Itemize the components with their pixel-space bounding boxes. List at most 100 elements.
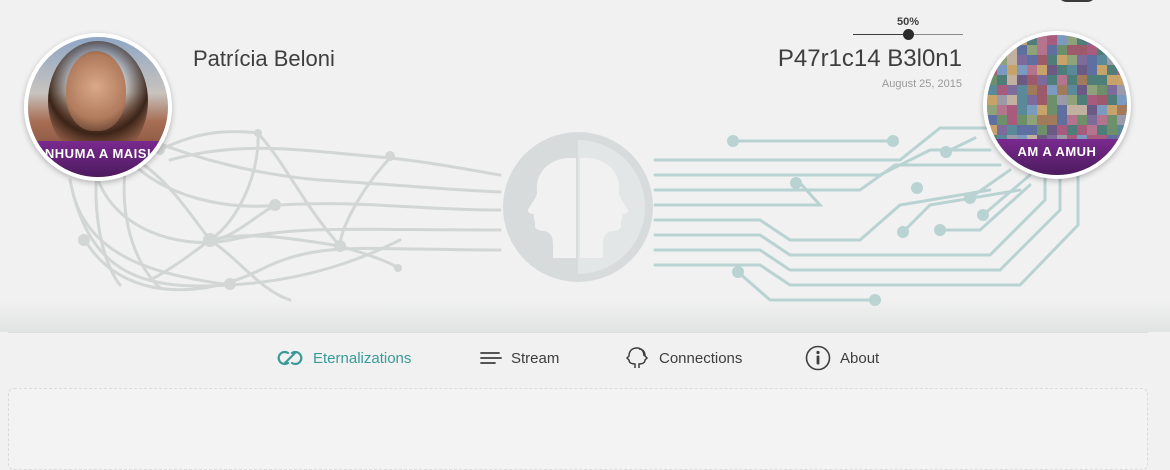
mosaic-cell — [1037, 35, 1047, 45]
mosaic-cell — [1047, 125, 1057, 135]
mosaic-cell — [1047, 95, 1057, 105]
mosaic-cell — [1057, 105, 1067, 115]
mosaic-cell — [1017, 35, 1027, 45]
mosaic-cell — [1067, 75, 1077, 85]
mosaic-cell — [1087, 125, 1097, 135]
mosaic-cell — [1057, 45, 1067, 55]
mosaic-cell — [987, 55, 997, 65]
mosaic-cell — [1037, 125, 1047, 135]
mosaic-cell — [1067, 45, 1077, 55]
mosaic-cell — [1097, 95, 1107, 105]
profile-tabs: Eternalizations Stream Connections About — [0, 340, 1170, 376]
mosaic-cell — [1057, 95, 1067, 105]
tab-eternalizations[interactable]: Eternalizations — [276, 340, 411, 376]
info-icon — [805, 345, 831, 371]
mosaic-cell — [1117, 65, 1127, 75]
mosaic-cell — [1117, 115, 1127, 125]
mosaic-cell — [1077, 75, 1087, 85]
tab-about[interactable]: About — [805, 340, 879, 376]
mosaic-cell — [1027, 65, 1037, 75]
mosaic-cell — [1027, 95, 1037, 105]
mosaic-cell — [1027, 75, 1037, 85]
tab-connections[interactable]: Connections — [624, 340, 742, 376]
mosaic-cell — [1007, 55, 1017, 65]
mosaic-cell — [1077, 125, 1087, 135]
mosaic-cell — [997, 125, 1007, 135]
similarity-slider-fill — [853, 34, 908, 35]
mosaic-cell — [1017, 115, 1027, 125]
mosaic-cell — [987, 35, 997, 45]
mosaic-cell — [1067, 65, 1077, 75]
mosaic-cell — [1027, 45, 1037, 55]
mosaic-cell — [987, 65, 997, 75]
mosaic-cell — [987, 45, 997, 55]
profile-name-left[interactable]: Patrícia Beloni — [193, 46, 335, 71]
mosaic-cell — [1027, 125, 1037, 135]
avatar-right[interactable]: AM A AMUH — [983, 31, 1131, 179]
mosaic-cell — [997, 105, 1007, 115]
connections-icon — [625, 347, 649, 368]
mosaic-cell — [1097, 35, 1107, 45]
mosaic-cell — [987, 125, 997, 135]
mosaic-cell — [1027, 105, 1037, 115]
tab-label: Eternalizations — [313, 349, 412, 367]
avatar-left[interactable]: NHUMA A MAISI — [24, 33, 172, 181]
mosaic-cell — [1117, 75, 1127, 85]
tab-content-area — [8, 388, 1148, 470]
mosaic-cell — [997, 45, 1007, 55]
mosaic-cell — [1037, 85, 1047, 95]
mosaic-cell — [1037, 75, 1047, 85]
tab-stream[interactable]: Stream — [480, 340, 559, 376]
mosaic-cell — [1037, 95, 1047, 105]
mosaic-cell — [1117, 105, 1127, 115]
mosaic-cell — [1047, 85, 1057, 95]
mosaic-cell — [1057, 55, 1067, 65]
mosaic-cell — [1007, 85, 1017, 95]
mosaic-cell — [1017, 95, 1027, 105]
mosaic-cell — [997, 55, 1007, 65]
mosaic-cell — [1107, 125, 1117, 135]
mosaic-cell — [1077, 115, 1087, 125]
mosaic-cell — [1017, 105, 1027, 115]
profile-name-right[interactable]: P47r1c14 B3l0n1 — [777, 45, 962, 72]
mosaic-cell — [1107, 45, 1117, 55]
mosaic-cell — [1097, 115, 1107, 125]
mosaic-cell — [1067, 105, 1077, 115]
mosaic-cell — [1117, 85, 1127, 95]
avatar-band-right: AM A AMUH — [987, 139, 1127, 175]
mosaic-cell — [1087, 95, 1097, 105]
mosaic-cell — [1087, 45, 1097, 55]
mosaic-cell — [1007, 75, 1017, 85]
mosaic-cell — [987, 95, 997, 105]
similarity-slider-knob[interactable] — [903, 29, 914, 40]
mosaic-cell — [1037, 115, 1047, 125]
mosaic-cell — [1037, 65, 1047, 75]
mosaic-cell — [1097, 85, 1107, 95]
mosaic-cell — [1047, 45, 1057, 55]
mosaic-cell — [1007, 125, 1017, 135]
mosaic-cell — [1077, 45, 1087, 55]
mosaic-cell — [1047, 65, 1057, 75]
similarity-percent: 50% — [896, 16, 920, 28]
avatar-band-left: NHUMA A MAISI — [28, 141, 168, 177]
mosaic-cell — [987, 85, 997, 95]
mosaic-cell — [1017, 125, 1027, 135]
mosaic-cell — [1007, 45, 1017, 55]
mosaic-cell — [1057, 125, 1067, 135]
mosaic-cell — [1087, 55, 1097, 65]
mosaic-cell — [1007, 105, 1017, 115]
mosaic-cell — [1067, 95, 1077, 105]
mosaic-cell — [1057, 35, 1067, 45]
mosaic-cell — [1107, 85, 1117, 95]
mosaic-cell — [1047, 115, 1057, 125]
mosaic-cell — [1067, 55, 1077, 65]
mosaic-cell — [1067, 85, 1077, 95]
mosaic-cell — [1047, 35, 1057, 45]
two-faces-icon — [503, 132, 653, 282]
mosaic-cell — [1037, 105, 1047, 115]
mosaic-cell — [1097, 105, 1107, 115]
mosaic-cell — [1067, 115, 1077, 125]
mosaic-cell — [1017, 45, 1027, 55]
mosaic-cell — [1117, 55, 1127, 65]
mosaic-cell — [1087, 105, 1097, 115]
